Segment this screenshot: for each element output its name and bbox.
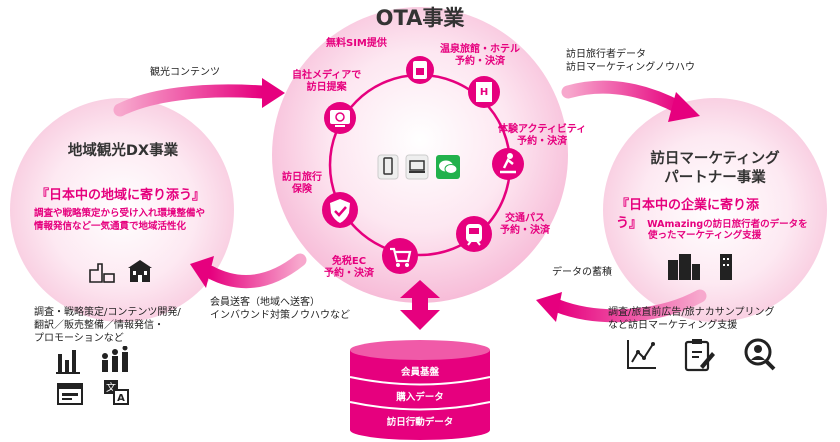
svg-text:H: H xyxy=(480,87,488,98)
database-labels: 会員基盤 購入データ 訪日行動データ xyxy=(350,352,490,432)
left-description: 調査や戦略策定から受け入れ環境整備や 情報発信など一気通貫で地域活性化 xyxy=(34,208,206,232)
label-top-left-arrow: 観光コンテンツ xyxy=(150,67,220,78)
arrow-bottom-left xyxy=(203,253,307,289)
left-title: 地域観光DX事業 xyxy=(67,143,179,159)
line-chart-icon xyxy=(627,340,656,369)
ota-title: OTA事業 xyxy=(375,6,465,30)
right-building-icons xyxy=(668,254,732,280)
chat-app-icon xyxy=(436,155,460,179)
left-bottom-icons: 文 A xyxy=(56,346,129,405)
activity-icon xyxy=(492,148,524,180)
service-label-transport: 交通パス 予約・決済 xyxy=(500,213,550,236)
train-icon xyxy=(456,216,492,252)
web-browser-icon xyxy=(57,383,83,405)
town-hall-icon xyxy=(89,263,115,283)
right-title: 訪日マーケティング パートナー事業 xyxy=(650,151,780,186)
arrow-bottom-right xyxy=(551,289,707,323)
laptop-icon xyxy=(405,154,429,180)
label-bottom-right-arrow: データの蓄積 xyxy=(552,267,612,278)
sim-card-icon xyxy=(406,56,434,84)
user-search-icon xyxy=(744,338,776,371)
db-layer-behavior: 訪日行動データ xyxy=(386,417,454,428)
svg-text:A: A xyxy=(117,393,125,404)
right-description: う』 WAmazingの訪日旅行者のデータを xyxy=(616,212,808,231)
service-label-ec: 免税EC 予約・決済 xyxy=(324,256,374,279)
arrow-top-left xyxy=(113,84,269,117)
service-label-sim: 無料SIM提供 xyxy=(326,38,387,49)
insurance-shield-icon xyxy=(322,192,358,228)
svg-text:文: 文 xyxy=(106,381,116,394)
left-slogan: 『日本中の地域に寄り添う』 xyxy=(36,188,206,203)
double-arrow-vertical xyxy=(400,280,440,330)
shopping-cart-icon xyxy=(382,238,418,274)
db-layer-purchase: 購入データ xyxy=(396,392,444,403)
arrow-top-right xyxy=(561,80,687,115)
office-buildings-icon xyxy=(668,254,700,280)
label-bottom-left-arrow: 会員送客（地域へ送客） インバウンド対策ノウハウなど xyxy=(210,297,350,321)
right-circle xyxy=(603,98,827,322)
right-desc-inline: WAmazingの訪日旅行者のデータを xyxy=(647,219,808,230)
right-slogan-end: う』 xyxy=(616,216,643,231)
service-label-hotel: 温泉旅館・ホテル 予約・決済 xyxy=(440,44,520,67)
service-label-insurance: 訪日旅行 保険 xyxy=(282,172,322,195)
tower-building-icon xyxy=(720,254,732,280)
right-slogan: 『日本中の企業に寄り添 xyxy=(616,198,760,213)
left-building-icons xyxy=(89,260,152,283)
service-label-media: 自社メディアで 訪日提案 xyxy=(292,70,362,93)
service-label-activity: 体験アクティビティ 予約・決済 xyxy=(498,124,587,147)
label-top-right-arrow: 訪日旅行者データ 訪日マーケティングノウハウ xyxy=(566,49,695,73)
right-bottom-note: 調査/旅直前広告/旅ナカサンプリング など訪日マーケティング支援 xyxy=(608,307,775,331)
database-cylinder xyxy=(349,340,491,440)
db-layer-members: 会員基盤 xyxy=(400,367,439,378)
bar-chart-icon xyxy=(56,350,80,374)
clipboard-edit-icon xyxy=(684,339,715,372)
people-growth-icon xyxy=(102,346,128,372)
smartphone-icon xyxy=(377,154,399,180)
left-circle xyxy=(10,98,234,322)
right-bottom-icons xyxy=(627,338,776,372)
left-bottom-note: 調査・戦略策定/コンテンツ開発/ 翻訳／販売整備／情報発信・ プロモーションなど xyxy=(34,307,181,344)
school-building-icon xyxy=(128,260,152,282)
web-media-icon xyxy=(324,102,356,134)
hotel-icon: H xyxy=(468,76,500,108)
translate-icon: 文 A xyxy=(104,380,129,405)
right-desc-line2: 使ったマーケティング支援 xyxy=(648,230,762,241)
